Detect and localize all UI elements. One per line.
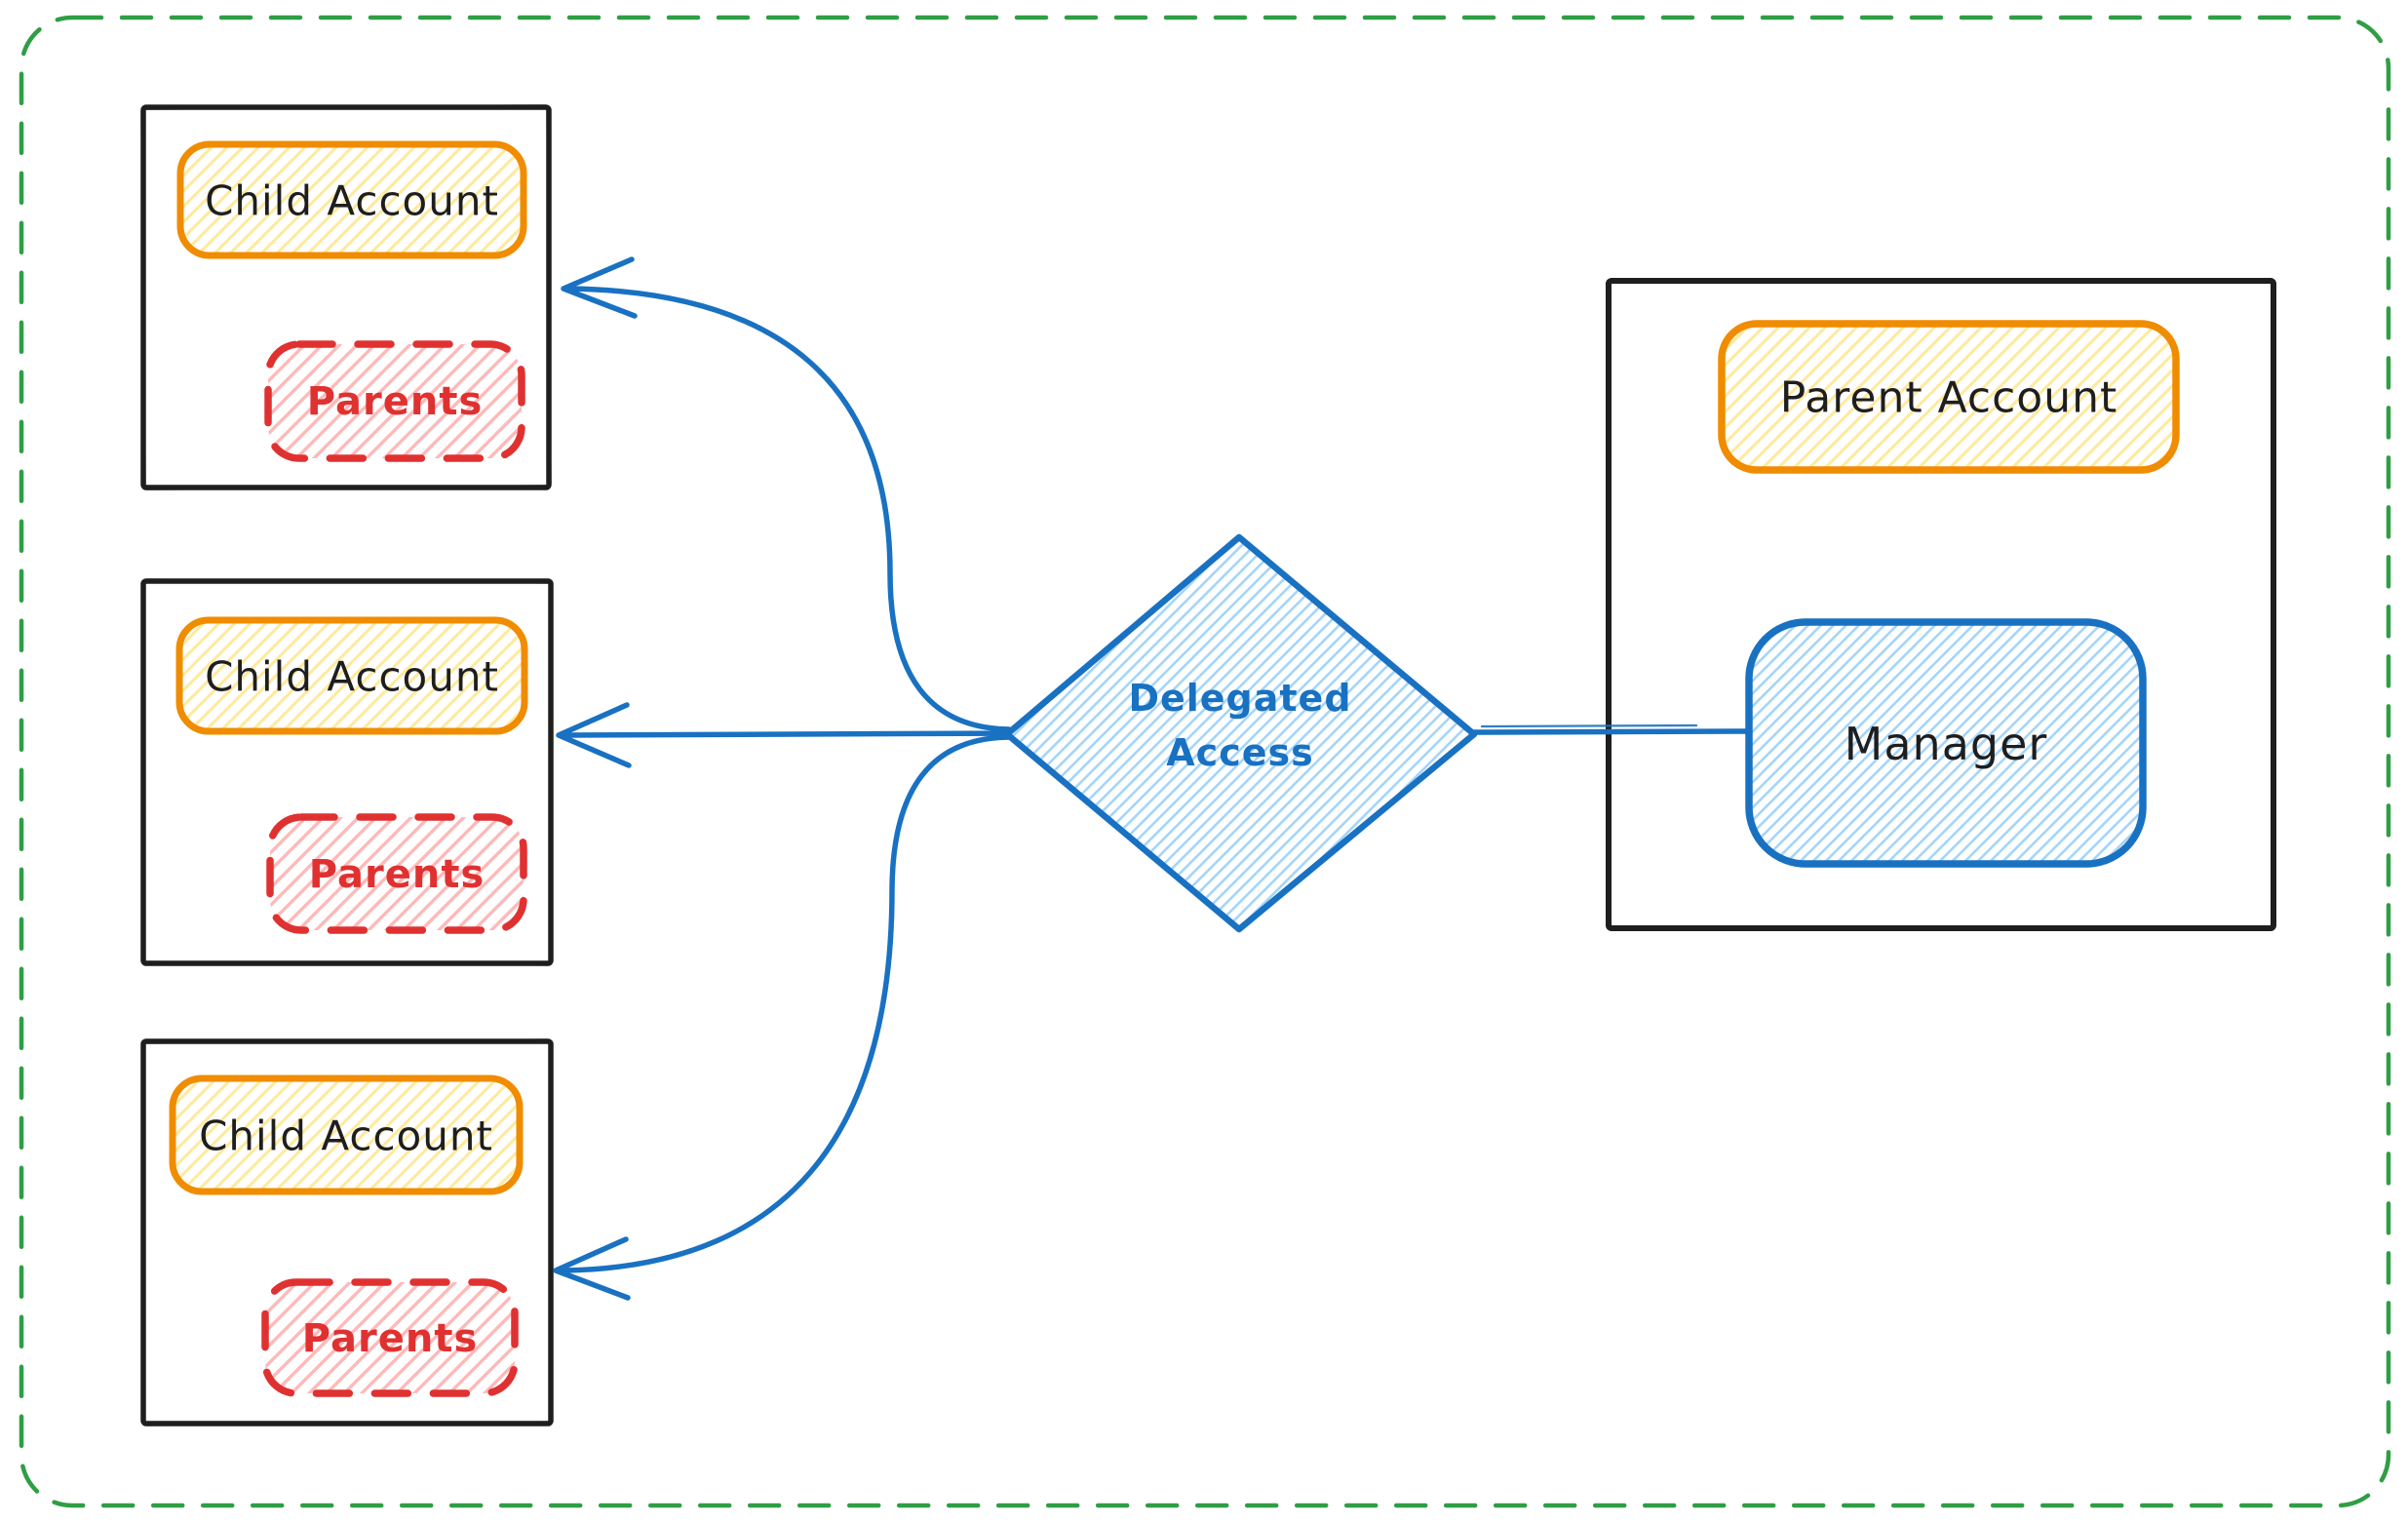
child-account-box-2-sketch-stroke (140, 578, 554, 966)
arrow-to-child-2[interactable] (563, 730, 1009, 738)
connector-manager-sketch-stroke (1480, 723, 1698, 728)
delegated-access-diamond[interactable] (1003, 533, 1478, 933)
child-account-group-3: Child Account Parents (140, 1038, 554, 1426)
arrowhead-child-1 (561, 256, 638, 319)
parent-account-group: Parent Account Manager (1606, 278, 2276, 931)
parents-label-2: Parents (309, 852, 485, 897)
parents-badge-1[interactable] (264, 340, 525, 462)
child-account-title-2: Child Account (205, 653, 499, 701)
arrow-to-child-1[interactable] (564, 286, 1012, 732)
canvas-frame[interactable] (19, 15, 2391, 1508)
parents-label-1: Parents (307, 379, 484, 424)
child-account-box-1-sketch-stroke (140, 104, 552, 490)
delegated-access-group: Delegated Access (1003, 533, 1478, 933)
connector-manager-to-diamond[interactable] (1471, 728, 1752, 735)
delegated-access-label-line2: Access (1166, 731, 1313, 774)
arrowhead-child-3 (553, 1236, 631, 1301)
delegated-access-label-line1: Delegated (1128, 677, 1351, 720)
arrowhead-child-2 (556, 702, 632, 768)
arrow-to-child-3[interactable] (561, 734, 1012, 1273)
child-account-label-box-3[interactable] (169, 1075, 524, 1195)
manager-node[interactable] (1745, 618, 2147, 868)
child-account-box-3-sketch-stroke (140, 1038, 554, 1426)
parent-account-label-box[interactable] (1718, 320, 2180, 474)
parent-account-box-sketch-stroke (1606, 278, 2276, 931)
child-account-group-2: Child Account Parents (140, 578, 554, 966)
parents-badge-2[interactable] (266, 813, 527, 934)
child-account-label-box-2[interactable] (175, 616, 528, 735)
manager-label: Manager (1845, 718, 2048, 770)
child-account-title-3: Child Account (199, 1113, 493, 1160)
child-account-title-1: Child Account (205, 177, 499, 225)
parent-account-title: Parent Account (1780, 373, 2118, 423)
parents-badge-3[interactable] (261, 1278, 519, 1397)
child-account-label-box-1[interactable] (176, 140, 527, 259)
child-account-group-1: Child Account Parents (140, 104, 552, 490)
parents-label-3: Parents (302, 1316, 479, 1361)
